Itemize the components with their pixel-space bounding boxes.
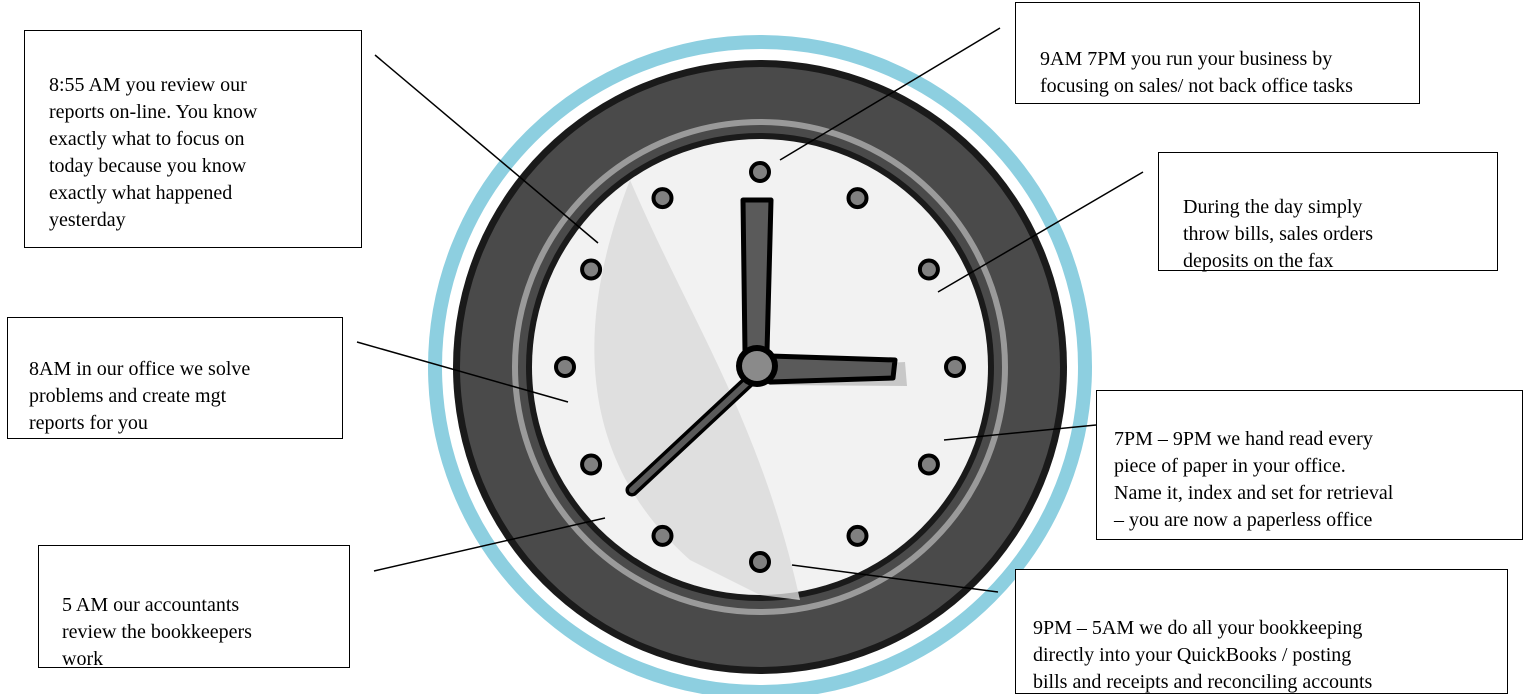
callout-text: 9AM 7PM you run your business by focusin… [1040,48,1353,97]
hour-marker [556,358,574,376]
hour-marker [751,163,769,181]
hour-marker [654,189,672,207]
hour-marker [946,358,964,376]
hour-marker [920,456,938,474]
callout-office-8am: 8AM in our office we solve problems and … [7,317,343,439]
hour-marker [582,456,600,474]
callout-business-hours: 9AM 7PM you run your business by focusin… [1015,2,1420,104]
callout-text: During the day simply throw bills, sales… [1183,196,1373,272]
clock-graphic [435,42,1085,692]
callout-during-day: During the day simply throw bills, sales… [1158,152,1498,271]
callout-evening-paper: 7PM – 9PM we hand read every piece of pa… [1096,390,1523,540]
hour-marker [582,261,600,279]
hour-marker [654,527,672,545]
minute-hand [770,356,895,382]
callout-text: 5 AM our accountants review the bookkeep… [62,594,252,670]
callout-night-bookkeeping: 9PM – 5AM we do all your bookkeeping dir… [1015,569,1508,694]
callout-text: 9PM – 5AM we do all your bookkeeping dir… [1033,617,1372,693]
callout-text: 7PM – 9PM we hand read every piece of pa… [1114,428,1393,531]
callout-text: 8:55 AM you review our reports on-line. … [49,74,257,231]
hour-marker [751,553,769,571]
hour-hand [743,200,771,352]
callout-accountants-5am: 5 AM our accountants review the bookkeep… [38,545,350,668]
hour-marker [849,527,867,545]
callout-morning-review: 8:55 AM you review our reports on-line. … [24,30,362,248]
hour-marker [849,189,867,207]
hour-marker [920,261,938,279]
center-pin [742,351,772,381]
callout-text: 8AM in our office we solve problems and … [29,358,250,434]
